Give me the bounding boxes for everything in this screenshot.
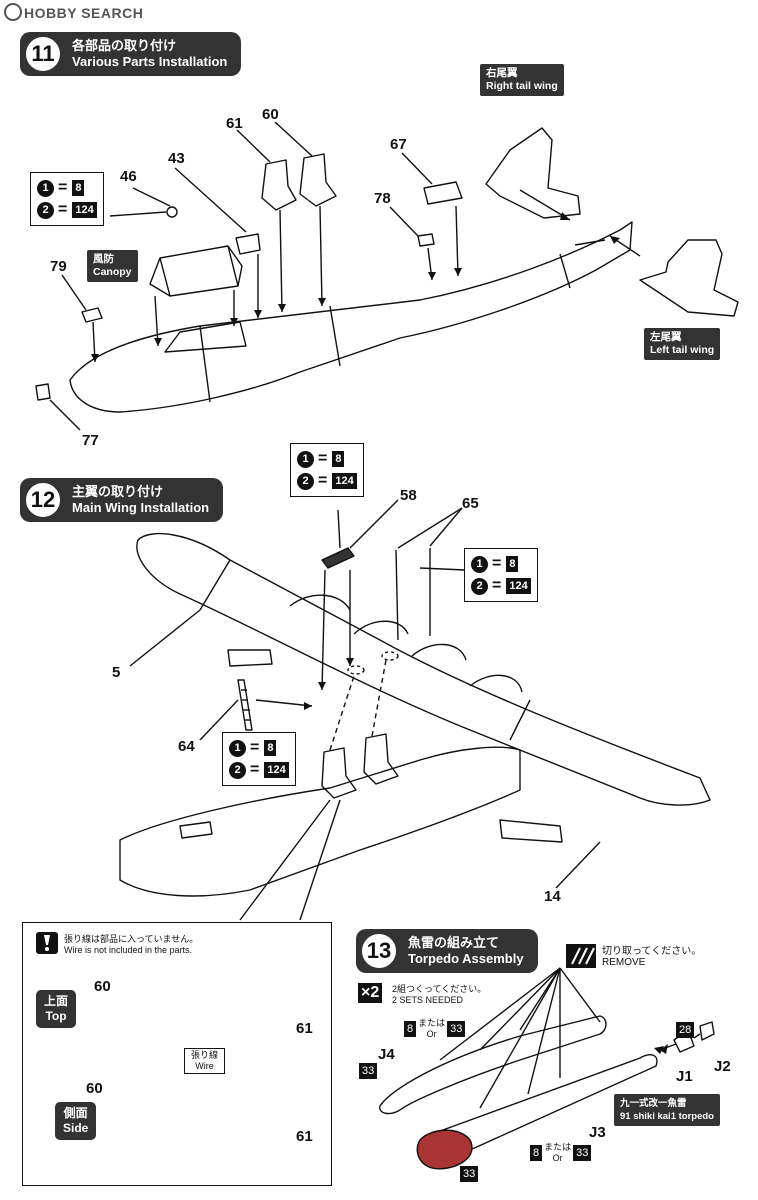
x2-badge: ×2: [358, 983, 383, 1003]
part-5: 5: [112, 664, 121, 681]
part-43: 43: [168, 150, 185, 167]
step-title-en: Various Parts Installation: [72, 54, 228, 69]
part-j1: J1: [676, 1068, 693, 1085]
remove-icon: [566, 944, 596, 968]
part-61: 61: [226, 115, 243, 132]
part-64: 64: [178, 738, 195, 755]
part-60: 60: [262, 106, 279, 123]
step-title-jp: 主翼の取り付け: [72, 484, 164, 499]
part-j4: J4: [378, 1046, 395, 1063]
inset-part-60-top: 60: [94, 978, 111, 995]
part-58: 58: [400, 487, 417, 504]
part-65: 65: [462, 495, 479, 512]
torpedo-nose: [416, 1129, 473, 1170]
color-box-11: 1=8 2=124: [30, 172, 104, 226]
color-box-12c: 1=8 2=124: [222, 732, 296, 786]
step-number: 13: [360, 932, 398, 970]
step-number: 11: [24, 35, 62, 73]
wire-note: 張り線は部品に入っていません。Wire is not included in t…: [64, 934, 199, 955]
color-box-12b: 1=8 2=124: [464, 548, 538, 602]
watermark: HOBBY SEARCH: [4, 3, 143, 21]
inset-part-61-top: 61: [296, 1020, 313, 1037]
part-28: 28: [676, 1022, 695, 1038]
left-tail: [639, 239, 739, 317]
part-j2: J2: [714, 1058, 731, 1075]
wire-inset: [22, 922, 332, 1186]
color-box-12a: 1=8 2=124: [290, 443, 364, 497]
hobby-search-logo-icon: [4, 3, 22, 21]
step-title-jp: 各部品の取り付け: [72, 38, 177, 53]
part-14: 14: [544, 888, 561, 905]
step-title-en: Main Wing Installation: [72, 500, 210, 515]
step-title-jp: 魚雷の組み立て: [408, 935, 500, 950]
inset-part-60-side: 60: [86, 1080, 103, 1097]
part-67: 67: [390, 136, 407, 153]
sets-note: 2組つくってください。2 SETS NEEDED: [392, 984, 487, 1005]
step-title-en: Torpedo Assembly: [408, 951, 524, 966]
caution-icon: [36, 932, 58, 954]
part-78: 78: [374, 190, 391, 207]
part-77: 77: [82, 432, 99, 449]
part-33-a: 33: [359, 1063, 378, 1079]
part-j3: J3: [589, 1124, 606, 1141]
part-79: 79: [50, 258, 67, 275]
fuselage-11: [69, 221, 633, 413]
part-46: 46: [120, 168, 137, 185]
step-number: 12: [24, 481, 62, 519]
remove-note: 切り取ってください。REMOVE: [602, 946, 702, 968]
main-wing: [136, 532, 711, 806]
right-tail: [485, 127, 581, 219]
fuselage-12: [119, 746, 521, 897]
torpedo-half-j4: [379, 1015, 607, 1115]
inset-part-61-side: 61: [296, 1128, 313, 1145]
part-33-b: 33: [460, 1166, 479, 1182]
